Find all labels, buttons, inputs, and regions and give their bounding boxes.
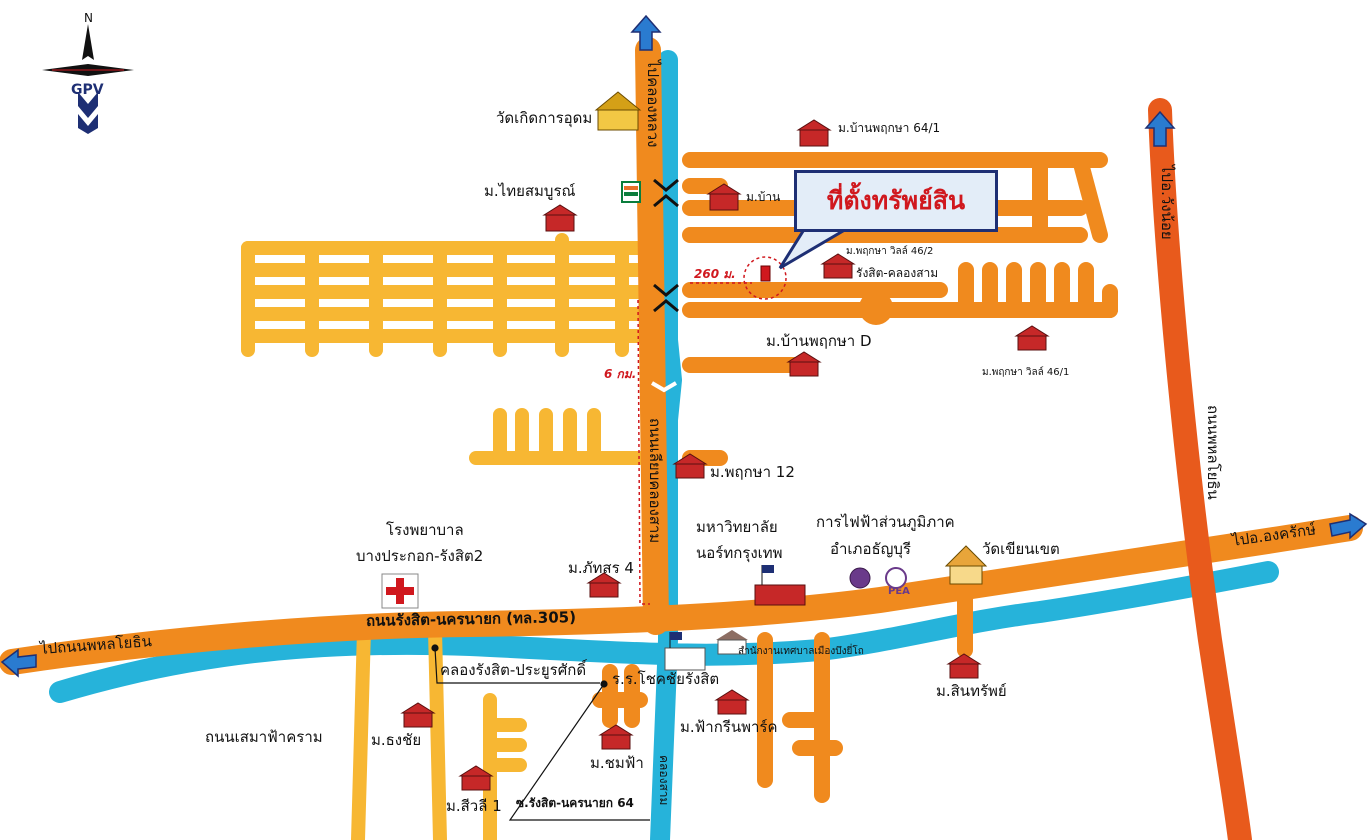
- house-icon-baan-pruksa-641: [796, 119, 832, 147]
- house-icon-sriwali: [458, 765, 494, 791]
- temple-icon-khian-khet: [944, 545, 988, 585]
- distance-260m: 260 ม.: [694, 267, 736, 281]
- arrow-up-khlong-luang: [630, 14, 662, 51]
- house-icon-villa-461: [1014, 325, 1050, 351]
- place-sriwali-1: ม.สีวลี 1: [446, 797, 502, 815]
- place-sinsap: ม.สินทรัพย์: [936, 682, 1007, 700]
- place-baan-pruksa-d: ม.บ้านพฤกษา D: [766, 332, 872, 350]
- house-icon-fa-green: [714, 689, 750, 715]
- pea-icon: [849, 567, 907, 589]
- road-label-soi-64: ซ.รังสิต-นครนายก 64: [516, 796, 634, 810]
- road-label-to-wang-noi: ไปอ.วังน้อย: [1158, 165, 1176, 240]
- compass-north-label: N: [84, 11, 93, 25]
- highway-road: [1148, 98, 1252, 840]
- road-label-rangsit-nakhonnayok: ถนนรังสิต-นครนายก (ทล.305): [365, 608, 577, 630]
- compass-rose: [40, 10, 140, 140]
- temple-icon-wat-koet: [594, 91, 642, 131]
- property-callout: ที่ตั้งทรัพย์สิน: [794, 170, 998, 232]
- place-school: ร.ร.โชคชัยรังสิต: [612, 670, 720, 688]
- house-icon-pruksa-12: [672, 453, 708, 479]
- compass-brand: GPV: [71, 82, 104, 98]
- canal-label-rangsit-prayoonsak: คลองรังสิต-ประยูรศักดิ์: [440, 661, 587, 679]
- house-icon-thongchai: [400, 702, 436, 728]
- house-icon-villa-462: [820, 253, 856, 279]
- place-baan-pruksa-641: ม.บ้านพฤกษา 64/1: [838, 121, 941, 135]
- road-label-samaa-fa-kram: ถนนเสมาฟ้าคราม: [205, 728, 323, 746]
- place-pruksa-villa-462: ม.พฤกษา วิลล์ 46/2: [846, 246, 934, 257]
- arrow-left-phahon: [0, 648, 37, 678]
- place-thai-sombun: ม.ไทยสมบูรณ์: [484, 182, 576, 200]
- place-municipal-office: สำนักงานเทศบาลเมืองบึงยี่โถ: [738, 646, 864, 657]
- road-label-khlong-sam-road: ถนนเลียบคลองสาม: [646, 418, 664, 544]
- place-fa-green-park: ม.ฟ้ากรีนพาร์ค: [680, 718, 778, 736]
- house-icon-thai-sombun: [542, 204, 578, 232]
- road-rangsit-nakhonnayok: [0, 515, 1363, 675]
- place-pruksa-12: ม.พฤกษา 12: [710, 463, 795, 481]
- leader-lines: [431, 644, 650, 821]
- arrow-up-wang-noi: [1144, 110, 1176, 147]
- place-hospital-line2: บางประกอก-รังสิต2: [356, 547, 484, 565]
- hospital-icon: [381, 573, 419, 609]
- school-icon: [664, 632, 706, 671]
- secondary-roads: [241, 233, 647, 840]
- place-university-line1: มหาวิทยาลัย: [696, 518, 778, 536]
- municipal-office-icon: [716, 630, 748, 655]
- road-khlong-sam-main: [635, 37, 669, 635]
- main-roads: [0, 37, 1363, 675]
- house-icon-sinsap: [946, 653, 982, 679]
- place-wat-khian-khet: วัดเขียนเขต: [982, 540, 1060, 558]
- place-pea-line1: การไฟฟ้าส่วนภูมิภาค: [816, 513, 955, 531]
- house-icon-pruksa-d: [786, 351, 822, 377]
- place-pea-line2: อำเภอธัญบุรี: [830, 540, 911, 558]
- university-icon: [754, 565, 806, 606]
- place-hospital-line1: โรงพยาบาล: [386, 521, 464, 539]
- place-baan-partial: ม.บ้าน: [746, 190, 781, 204]
- pea-logo-text: PEA: [888, 586, 910, 597]
- seven-eleven-icon: [621, 181, 641, 203]
- road-label-to-khlong-luang: ไปคลองหลวง: [644, 60, 662, 148]
- house-icon-baan: [706, 183, 742, 211]
- place-pruksa-villa-461: ม.พฤกษา วิลล์ 46/1: [982, 367, 1070, 378]
- direction-arrows: [0, 14, 1368, 678]
- arrow-right-ongkharak: [1329, 512, 1368, 540]
- callout-title: ที่ตั้งทรัพย์สิน: [826, 186, 966, 215]
- property-marker: [760, 265, 771, 282]
- distance-6km: 6 กม.: [604, 367, 637, 381]
- intersections: [650, 178, 679, 393]
- house-icons: [400, 119, 1050, 791]
- place-rangsit-khlongsam: รังสิต-คลองสาม: [856, 266, 939, 280]
- place-phattharasorn-4: ม.ภัทสร 4: [568, 559, 634, 577]
- place-thongchai: ม.ธงชัย: [371, 731, 422, 749]
- canal-label-khlong-sam: คลองสาม: [657, 755, 671, 806]
- place-chomfa: ม.ชมฟ้า: [590, 754, 644, 772]
- house-icon-chomfa: [598, 724, 634, 750]
- house-icon-phattharasorn: [586, 572, 622, 598]
- place-university-line2: นอร์ทกรุงเทพ: [696, 544, 783, 562]
- distance-indicators: [637, 256, 787, 605]
- place-wat-koet-kan-udom: วัดเกิดการอุดม: [496, 109, 593, 127]
- road-label-highway: ถนนพหลโยธิน: [1204, 405, 1222, 500]
